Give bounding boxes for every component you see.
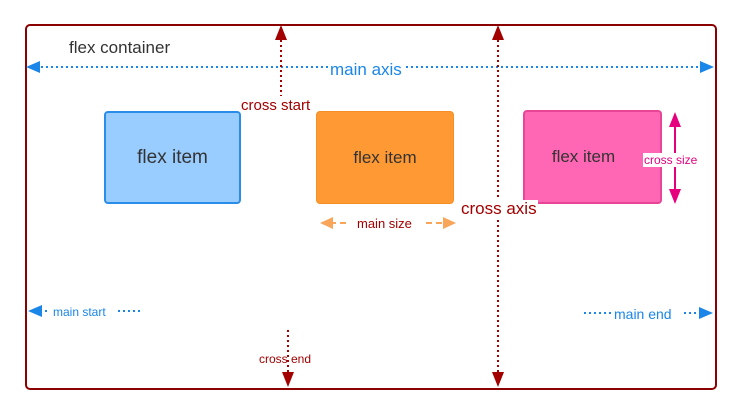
cross-axis-top-arrow [492,25,504,40]
flex-item-2: flex item [316,111,454,204]
flex-item-3-label: flex item [551,147,616,166]
cross-size-top-arrow [669,112,681,127]
main-axis-label: main axis [328,60,404,79]
main-start-label: main start [53,305,106,319]
main-size-left-arrow [320,217,333,229]
cross-axis-bottom-arrow [492,372,504,387]
main-start-arrow [28,305,42,317]
flex-item-2-label: flex item [353,147,417,167]
flex-container-label: flex container [69,38,171,57]
main-size-right-arrow [443,217,456,229]
cross-size-bottom-arrow [669,189,681,204]
cross-start-arrow [275,25,287,40]
flex-container-border [25,24,717,390]
flex-item-1: flex item [104,111,241,204]
cross-start-label: cross start [241,97,311,114]
main-size-label: main size [357,216,412,231]
cross-end-label: cross end [259,352,312,366]
cross-size-label: cross size [643,153,699,167]
flex-item-1-label: flex item [137,146,208,168]
main-axis-left-arrow [26,61,40,73]
main-axis-right-arrow [700,61,714,73]
flex-item-3: flex item [523,110,662,204]
main-end-arrow [699,307,713,319]
cross-axis-label: cross axis [460,199,538,218]
main-end-label: main end [614,306,672,322]
cross-end-arrow [282,372,294,387]
